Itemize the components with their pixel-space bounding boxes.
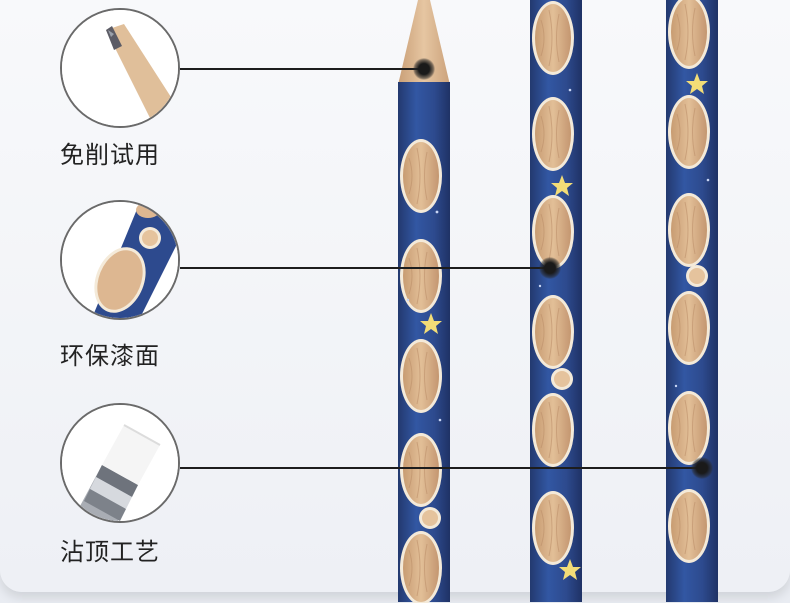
- feature-label-2: 环保漆面: [60, 342, 160, 370]
- pencil-3: [666, 0, 718, 602]
- leader-line-1: [180, 68, 423, 70]
- feature-label-1: 免削试用: [60, 141, 160, 169]
- pencil-2: [530, 0, 582, 602]
- leader-dot-3: [691, 457, 713, 479]
- lacquer-surface-icon: [60, 200, 180, 320]
- eraser-cap-icon: [60, 403, 180, 523]
- leader-line-3: [180, 467, 702, 469]
- pencil-tip-icon: [60, 8, 180, 128]
- leader-dot-1: [413, 58, 435, 80]
- feature-label-3: 沾顶工艺: [60, 538, 160, 566]
- leader-dot-2: [539, 257, 561, 279]
- leader-line-2: [180, 267, 550, 269]
- pencil-1: [398, 0, 450, 603]
